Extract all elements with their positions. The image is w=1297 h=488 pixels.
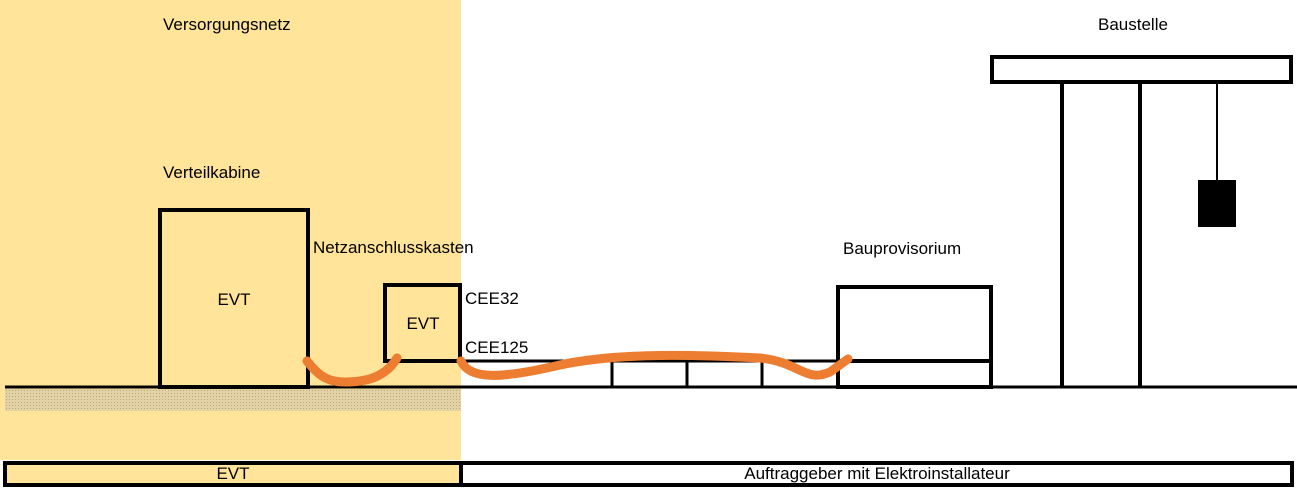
footer-auftraggeber-label: Auftraggeber mit Elektroinstallateur	[744, 464, 1010, 483]
label-bauprovisorium: Bauprovisorium	[843, 239, 962, 258]
netzanschlusskasten-box	[383, 283, 462, 363]
bauprovisorium-box	[836, 285, 993, 389]
label-cee32: CEE32	[465, 289, 519, 308]
label-netzanschlusskasten: Netzanschlusskasten	[313, 238, 474, 257]
cable-kasten-bauprovisorium	[456, 350, 853, 380]
footer-auftraggeber-bar	[459, 461, 1294, 487]
footer-evt-label: EVT	[216, 464, 250, 483]
ground-hatch	[5, 389, 461, 411]
label-verteilkabine: Verteilkabine	[163, 163, 261, 182]
label-baustelle: Baustelle	[1098, 15, 1168, 34]
cable-kabine-kasten	[302, 353, 402, 387]
label-evt-kabine: EVT	[217, 290, 251, 309]
crane-weight	[1198, 180, 1236, 227]
supply-zone	[0, 0, 461, 460]
verteilkabine-box	[158, 208, 310, 389]
label-versorgungsnetz: Versorgungsnetz	[163, 15, 291, 34]
crane	[990, 55, 1293, 387]
label-cee125: CEE125	[465, 338, 529, 357]
label-evt-kasten: EVT	[406, 314, 440, 333]
